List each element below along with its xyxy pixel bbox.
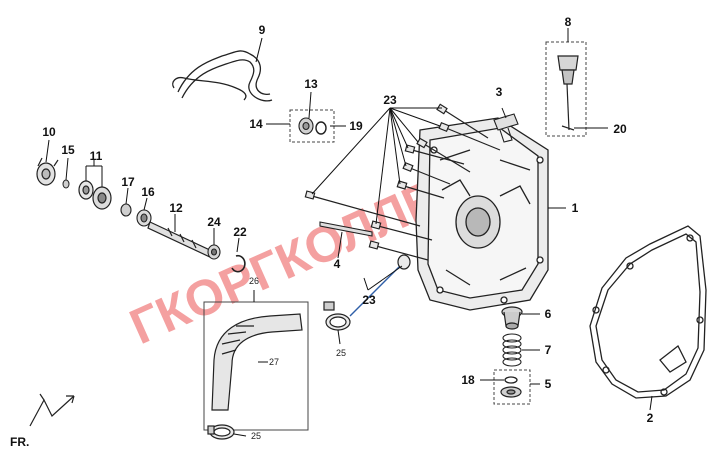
part-3-bracket: [493, 113, 519, 143]
label-part-12: 12: [169, 201, 183, 215]
front-direction-label: FR.: [10, 435, 29, 449]
label-part-2: 2: [647, 411, 654, 425]
label-part-22: 22: [233, 225, 247, 239]
box-8-20: [545, 41, 587, 137]
box-5-18: [493, 369, 531, 405]
label-part-19: 19: [349, 119, 363, 133]
part-17-ring: [120, 203, 132, 217]
part-25-clamp-bottom: [207, 424, 235, 440]
label-part-20: 20: [613, 122, 627, 136]
label-part-15: 15: [61, 143, 75, 157]
label-part-23-bottom: 23: [362, 293, 376, 307]
label-part-25-top: 25: [336, 348, 346, 358]
label-part-10: 10: [42, 125, 56, 139]
label-part-6: 6: [545, 307, 552, 321]
part-22-circlip: [231, 254, 246, 273]
part-24-seal: [207, 244, 221, 260]
front-direction-indicator: [29, 393, 75, 427]
label-part-7: 7: [545, 343, 552, 357]
part-4-pin: [319, 221, 373, 237]
label-part-3: 3: [496, 85, 503, 99]
label-part-17: 17: [121, 175, 135, 189]
part-13-plug: [298, 117, 314, 135]
label-part-4: 4: [334, 257, 341, 271]
label-part-16: 16: [141, 185, 155, 199]
part-25-clamp-top: [323, 301, 351, 331]
part-10-disc: [36, 157, 59, 186]
part-23-fitting: [397, 254, 411, 270]
part-19-oring: [315, 121, 327, 135]
label-part-14: 14: [249, 117, 263, 131]
leader-lines: [45, 28, 653, 437]
label-part-1: 1: [572, 201, 579, 215]
part-7-spring: [502, 333, 522, 367]
label-part-18: 18: [461, 373, 475, 387]
label-part-24: 24: [207, 215, 221, 229]
part-18-oring: [504, 376, 518, 384]
part-15-washer: [62, 179, 70, 189]
label-part-23-top: 23: [383, 93, 397, 107]
part-12-shaft: [147, 221, 215, 259]
label-part-27: 27: [269, 357, 279, 367]
part-5-cap: [500, 386, 522, 398]
part-27-hose: [211, 313, 303, 411]
label-part-9: 9: [259, 23, 266, 37]
box-26-27: [203, 301, 309, 431]
part-labels: 9 13 14 19 10 15 11 17 16 12 24 22 23 3 …: [42, 15, 653, 441]
label-part-25-bottom: 25: [251, 431, 261, 441]
label-part-5: 5: [545, 377, 552, 391]
part-6-plug: [501, 306, 523, 330]
label-part-11: 11: [90, 149, 103, 163]
part-11-bearings: [78, 180, 112, 210]
part-8-dipstick: [557, 55, 579, 131]
part-9-hose: [172, 50, 273, 102]
label-part-13: 13: [304, 77, 318, 91]
label-part-8: 8: [565, 15, 572, 29]
label-part-26: 26: [249, 276, 259, 286]
part-2-gasket: [589, 225, 707, 399]
part-1-crankcase-cover: [415, 117, 549, 311]
